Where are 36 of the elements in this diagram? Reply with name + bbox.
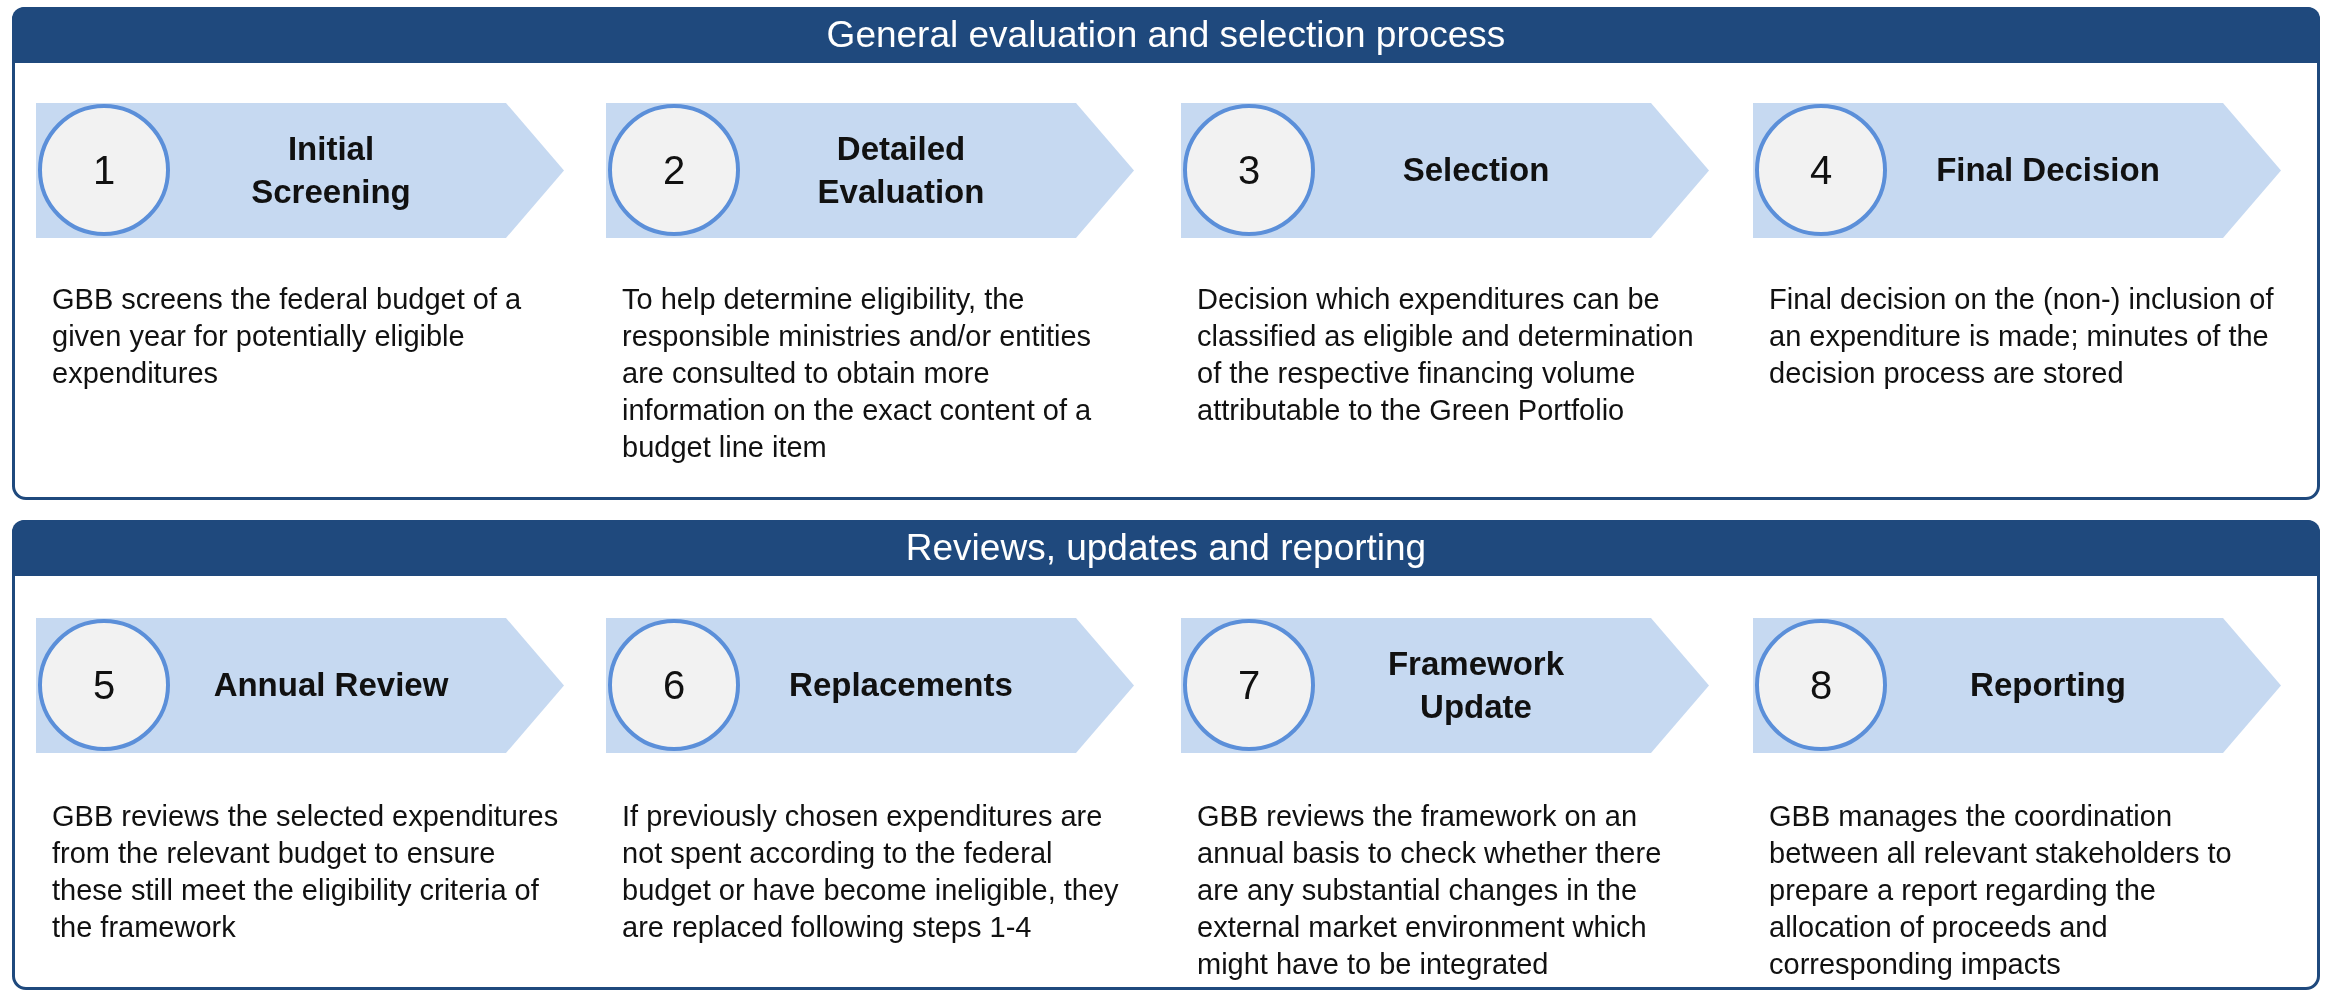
step-title: Annual Review: [213, 665, 449, 706]
step-banner: [606, 103, 1134, 238]
step-title: Replacements: [789, 665, 1013, 706]
step-description: GBB reviews the framework on an annual basis to check whether there are any substantial changes in the external market environment which might have to be integrated: [1197, 799, 1663, 983]
panel-frame: [12, 7, 2320, 500]
step-number-circle: 6: [608, 619, 740, 751]
step-description: GBB manages the coordination between all relevant stakeholders to prepare a report regarding the allocation of proceeds and corresponding impacts: [1769, 799, 2233, 983]
step-banner: [606, 618, 1134, 753]
step-title: Detailed Evaluation: [816, 128, 986, 212]
step-title: Final Decision: [1936, 150, 2160, 191]
step-title: Selection: [1402, 150, 1550, 191]
step-banner: [36, 103, 564, 238]
step-title: Reporting: [1970, 665, 2126, 706]
step-number-circle: 2: [608, 104, 740, 236]
step-number-circle: 1: [38, 104, 170, 236]
step-description: GBB reviews the selected expenditures from the relevant budget to ensure these still meet the eligibility criteria of the framework: [52, 799, 560, 946]
step-banner: [1753, 618, 2281, 753]
step-number-circle: 3: [1183, 104, 1315, 236]
step-description: If previously chosen expenditures are not spent according to the federal budget or have become ineligible, they are replaced following steps 1-4: [622, 799, 1120, 946]
step-title: Framework Update: [1386, 643, 1566, 727]
step-banner: [1181, 103, 1709, 238]
step-title: Initial Screening: [250, 128, 412, 212]
step-banner: [1753, 103, 2281, 238]
panel-header: Reviews, updates and reporting: [12, 520, 2320, 576]
panel-header: General evaluation and selection process: [12, 7, 2320, 63]
step-number-circle: 5: [38, 619, 170, 751]
step-number-circle: 7: [1183, 619, 1315, 751]
step-description: GBB screens the federal budget of a given year for potentially eligible expenditures: [52, 282, 523, 392]
step-banner: [1181, 618, 1709, 753]
step-number-circle: 4: [1755, 104, 1887, 236]
step-banner: [36, 618, 564, 753]
step-description: Decision which expenditures can be classified as eligible and determination of the respective financing volume attributable to the Green Portfolio: [1197, 282, 1695, 429]
step-number-circle: 8: [1755, 619, 1887, 751]
panel-frame: [12, 520, 2320, 990]
step-description: Final decision on the (non-) inclusion of an expenditure is made; minutes of the decision process are stored: [1769, 282, 2275, 392]
step-description: To help determine eligibility, the responsible ministries and/or entities are consulted to obtain more information on the exact content of a budget line item: [622, 282, 1093, 466]
